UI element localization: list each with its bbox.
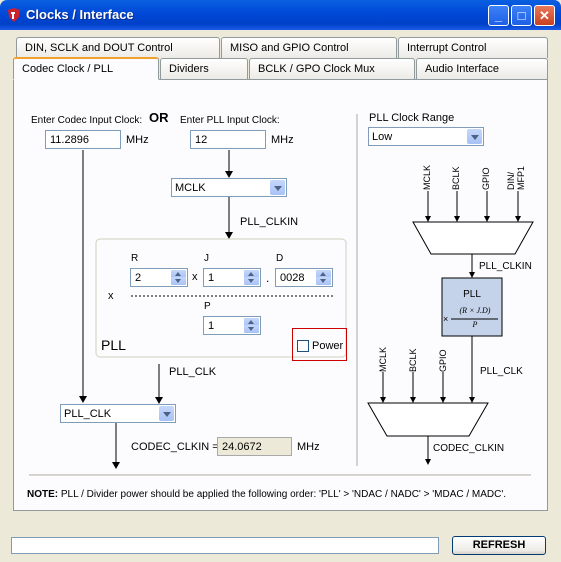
pll-formula-times: × [443,314,449,324]
codec-input-clock-label: Enter Codec Input Clock: [31,115,143,126]
right-pll-clkin-label: PLL_CLKIN [479,261,532,272]
note-text: PLL / Divider power should be applied th… [58,489,507,500]
window-title: Clocks / Interface [26,7,134,22]
d-stepper[interactable]: 0028 [275,268,333,287]
tab-miso-gpio[interactable]: MISO and GPIO Control [221,37,397,58]
r-stepper[interactable]: 2 [130,268,188,287]
pll-clock-range-select[interactable]: Low [368,127,484,146]
power-order-note: NOTE: PLL / Divider power should be appl… [27,489,506,500]
tab-din-sclk-dout[interactable]: DIN, SCLK and DOUT Control [16,37,220,58]
pll-clock-range-value: Low [372,131,393,143]
power-highlight [292,328,347,361]
chevron-down-icon[interactable] [159,406,174,421]
spin-up-icon[interactable] [171,270,186,278]
ti-logo-icon [8,8,20,22]
title-bar[interactable] [0,0,561,30]
tab-label: Dividers [169,63,209,75]
decimal-point: . [266,271,270,285]
mux1-input-mclk: MCLK [422,164,432,190]
tab-label: BCLK / GPO Clock Mux [258,63,375,75]
minimize-icon: _ [494,8,503,23]
j-label: J [204,253,209,264]
mux1-input-bclk: BCLK [451,166,461,190]
mux1-input-din-mfp1: DIN/ MFP1 [506,165,526,190]
spin-down-icon[interactable] [171,277,186,285]
tab-dividers[interactable]: Dividers [160,58,248,79]
r-label: R [131,253,139,264]
mux2-input-gpio: GPIO [438,349,448,372]
close-icon: ✕ [539,8,550,23]
pll-box-title: PLL [463,289,481,300]
j-stepper[interactable]: 1 [203,268,261,287]
pll-source-value: MCLK [175,182,206,194]
d-value: 0028 [280,272,305,284]
codec-input-clock-field[interactable]: 11.2896 [45,130,121,149]
r-value: 2 [135,272,142,284]
spin-down-icon[interactable] [244,325,259,333]
maximize-icon: □ [517,8,526,23]
codec-input-mhz-label: MHz [126,134,149,146]
refresh-button[interactable]: REFRESH [452,536,546,555]
pll-input-clock-field[interactable]: 12 [190,130,266,149]
spin-down-icon[interactable] [316,277,331,285]
pll-clk-label: PLL_CLK [169,366,217,378]
tab-codec-clock-pll[interactable]: Codec Clock / PLL [13,57,159,80]
pll-group-label: PLL [101,337,126,353]
or-label: OR [149,110,169,125]
mux1-input-gpio: GPIO [481,167,491,190]
chevron-down-icon[interactable] [270,180,285,195]
chevron-down-icon[interactable] [467,129,482,144]
codec-source-value: PLL_CLK [64,408,112,420]
pll-clkin-label: PLL_CLKIN [240,216,299,228]
right-codec-clkin-label: CODEC_CLKIN [433,443,505,454]
codec-source-select[interactable]: PLL_CLK [60,404,176,423]
right-pll-clk-label: PLL_CLK [480,366,523,377]
power-checkbox[interactable] [297,340,309,352]
p-label: P [204,301,211,312]
j-value: 1 [208,272,215,284]
status-field[interactable] [11,537,439,554]
mux2-input-bclk: BCLK [408,348,418,372]
maximize-button[interactable]: □ [511,5,532,26]
spin-up-icon[interactable] [244,270,259,278]
pll-formula-denominator: P [472,320,478,329]
pll-input-clock-label: Enter PLL Input Clock: [180,115,280,126]
p-value: 1 [208,320,215,332]
codec-clkin-value: 24.0672 [217,437,292,456]
tab-label: DIN, SCLK and DOUT Control [25,42,173,54]
times-sign-left: x [108,290,114,302]
codec-clkin-mhz-label: MHz [297,441,320,453]
tab-label: Codec Clock / PLL [22,63,114,75]
spin-down-icon[interactable] [244,277,259,285]
close-button[interactable]: ✕ [534,5,555,26]
tab-interrupt-control[interactable]: Interrupt Control [398,37,548,58]
power-label: Power [312,340,344,352]
p-stepper[interactable]: 1 [203,316,261,335]
tab-label: Interrupt Control [407,42,487,54]
times-sign: x [192,271,198,283]
tab-bclk-gpo-mux[interactable]: BCLK / GPO Clock Mux [249,58,415,79]
pll-input-mhz-label: MHz [271,134,294,146]
mux2-input-mclk: MCLK [378,346,388,372]
spin-up-icon[interactable] [316,270,331,278]
tab-audio-interface[interactable]: Audio Interface [416,58,548,79]
codec-clkin-label: CODEC_CLKIN = [131,441,219,453]
spin-up-icon[interactable] [244,318,259,326]
pll-source-select[interactable]: MCLK [171,178,287,197]
minimize-button[interactable]: _ [488,5,509,26]
tab-label: MISO and GPIO Control [230,42,349,54]
pll-clock-range-label: PLL Clock Range [369,112,455,124]
pll-formula-numerator: (R × J.D) [459,306,491,315]
tab-label: Audio Interface [425,63,499,75]
note-prefix: NOTE: [27,489,59,500]
d-label: D [276,253,284,264]
